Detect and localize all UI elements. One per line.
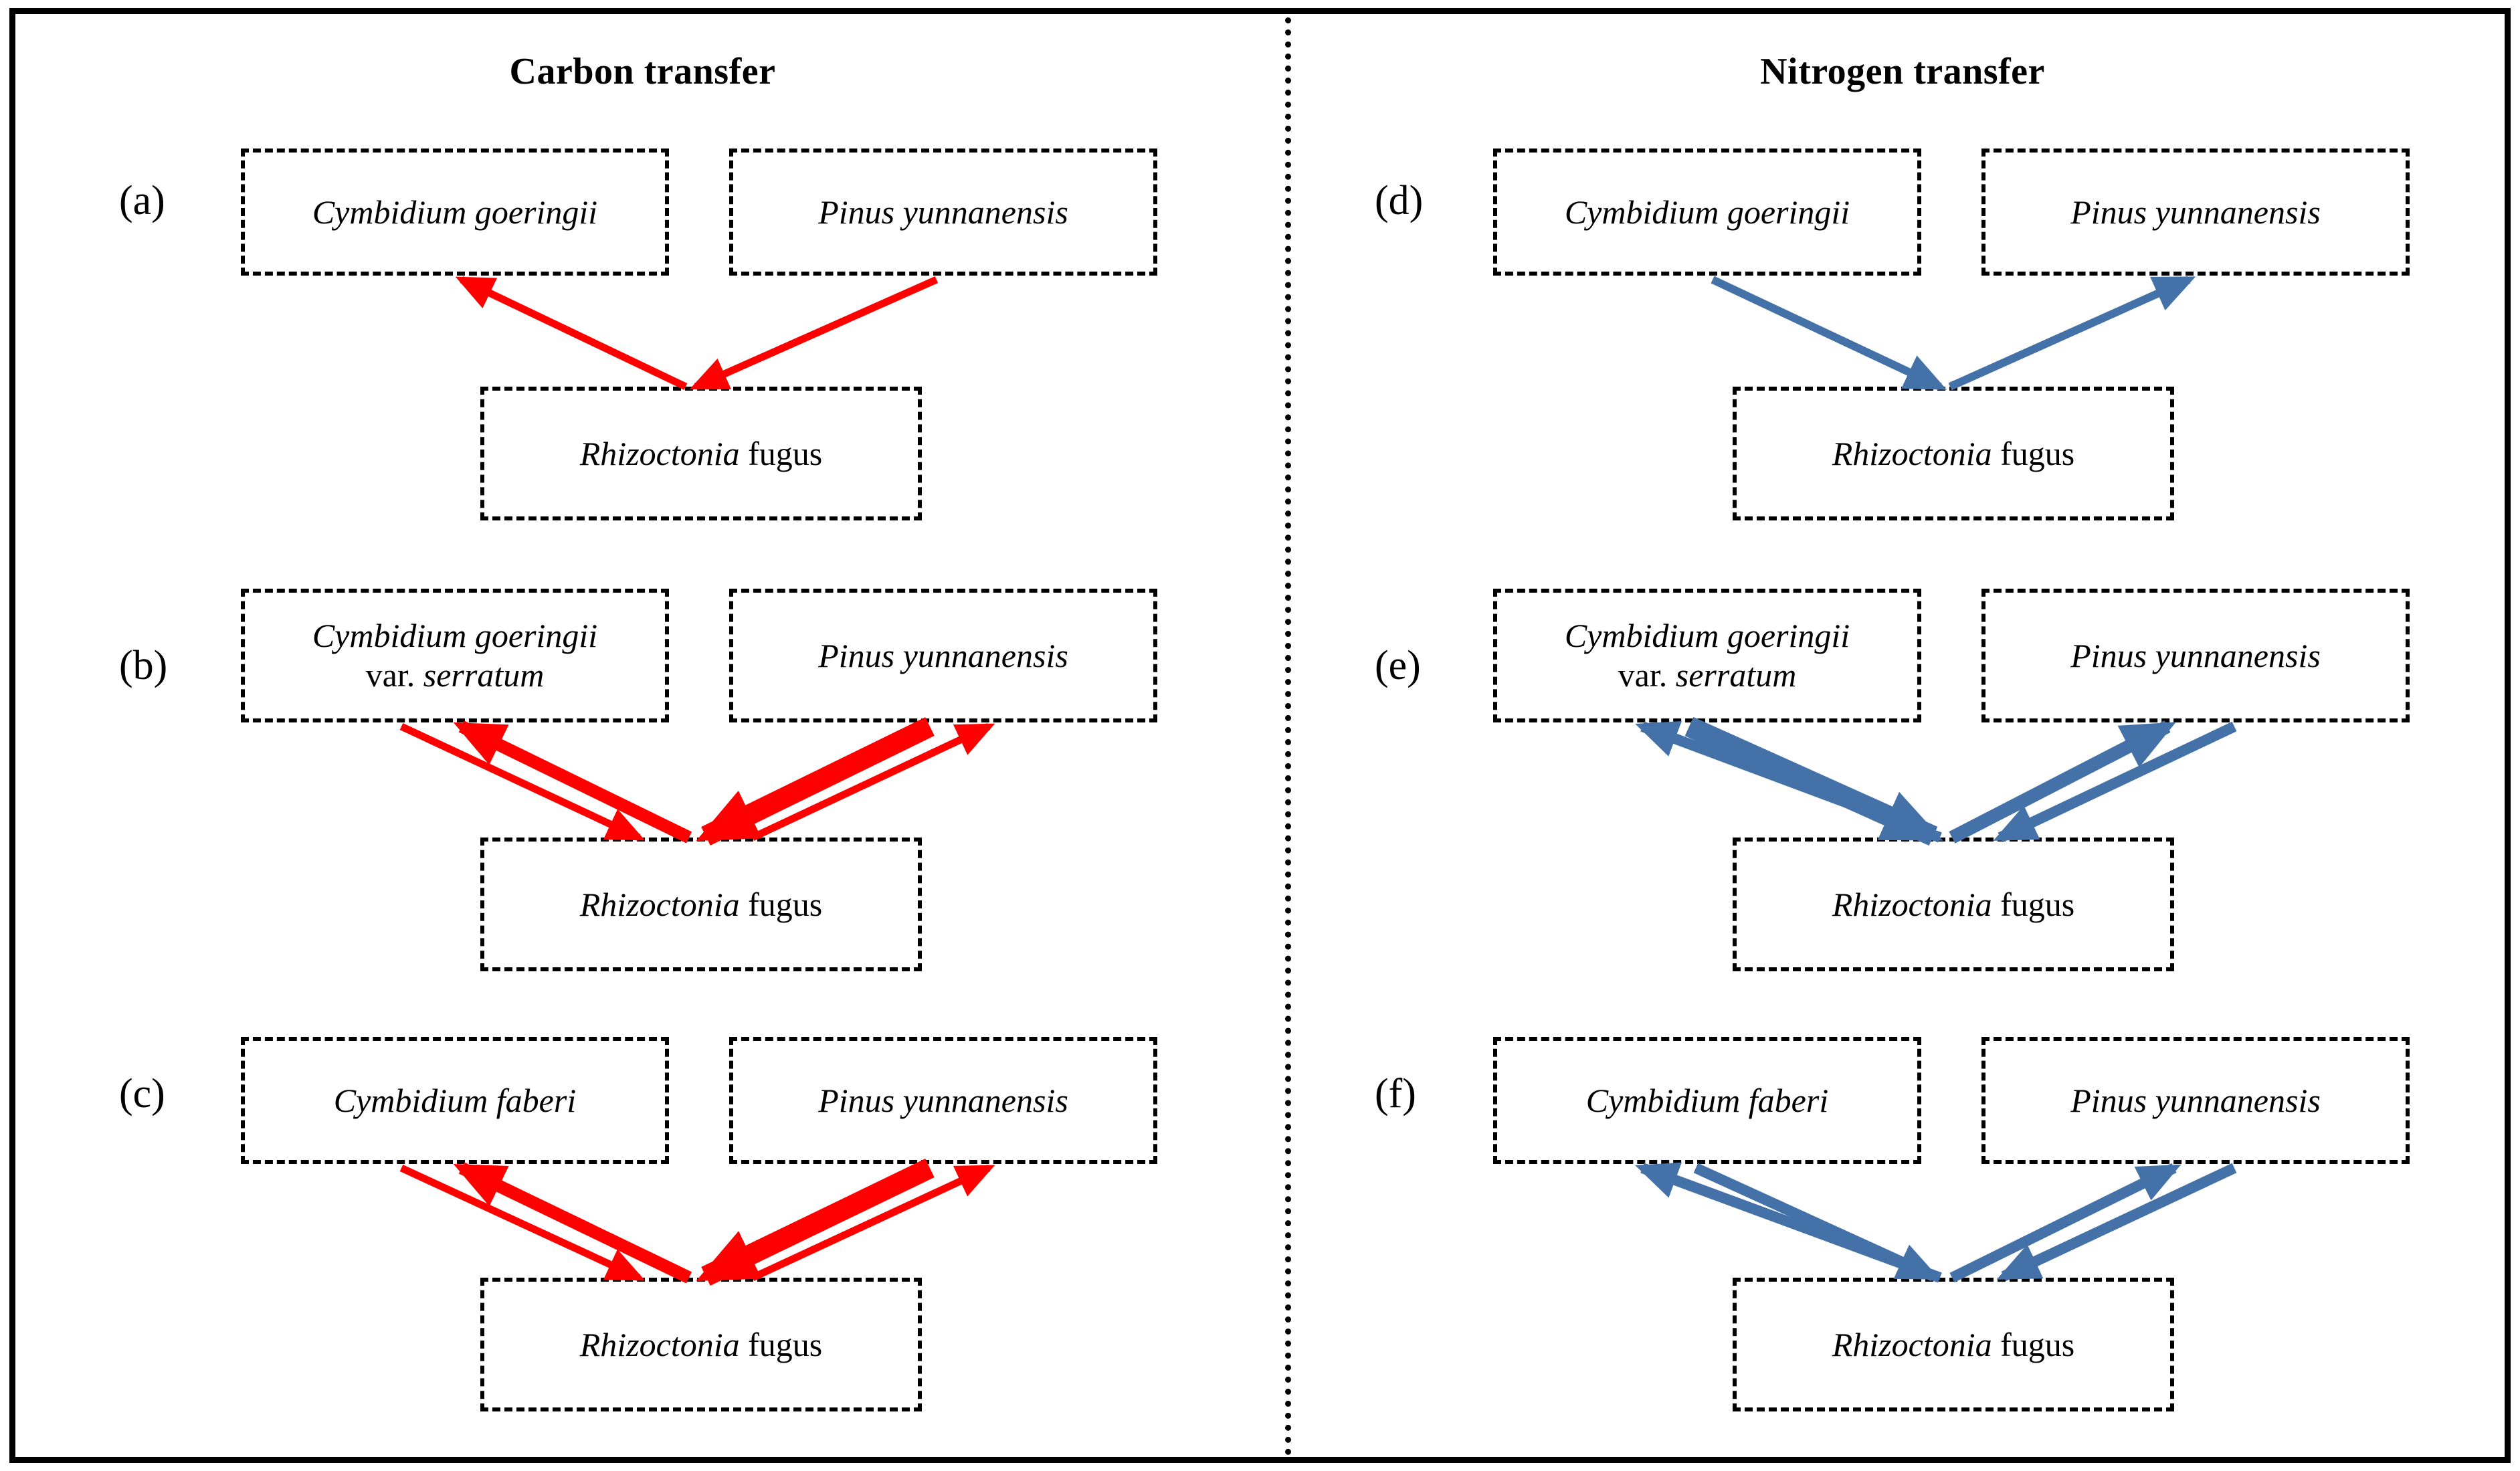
node-box-orchid-a: Cymbidium goeringii [241, 149, 669, 276]
node-box-fungus-a: Rhizoctonia fugus [480, 387, 922, 520]
node-box-pine-f: Pinus yunnanensis [1981, 1037, 2410, 1164]
var-roman: var. [365, 656, 415, 694]
panel-label-f: (f) [1375, 1071, 1416, 1116]
species-name: Cymbidium goeringii [312, 193, 598, 231]
epithet-roman: fugus [2000, 885, 2075, 923]
node-box-orchid-e: Cymbidium goeringii var. serratum [1493, 589, 1921, 722]
epithet-roman: fugus [2000, 434, 2075, 472]
species-name: Rhizoctonia fugus [580, 1325, 822, 1365]
var-roman: var. [1618, 656, 1668, 694]
panel-label-e: (e) [1375, 643, 1421, 688]
species-name: Cymbidium faberi [1585, 1081, 1829, 1119]
epithet-roman: fugus [748, 1325, 823, 1363]
column-divider [1285, 17, 1291, 1456]
node-box-fungus-c: Rhizoctonia fugus [480, 1278, 922, 1411]
node-box-pine-e: Pinus yunnanensis [1981, 589, 2410, 722]
genus-italic: Rhizoctonia [1832, 434, 1992, 472]
species-name: Cymbidium faberi [333, 1081, 577, 1119]
species-name: Pinus yunnanensis [818, 1081, 1068, 1119]
panel-label-c: (c) [119, 1071, 165, 1116]
species-name: Rhizoctonia fugus [580, 434, 822, 474]
species-name: Pinus yunnanensis [2070, 193, 2321, 231]
species-name: Rhizoctonia fugus [1832, 1325, 2074, 1365]
species-name: Pinus yunnanensis [818, 193, 1068, 231]
species-name: Rhizoctonia fugus [1832, 434, 2074, 474]
column-title-nitrogen: Nitrogen transfer [1760, 51, 2045, 92]
column-title-carbon: Carbon transfer [509, 51, 776, 92]
panel-label-b: (b) [119, 643, 168, 688]
epithet-roman: fugus [748, 434, 823, 472]
species-name: Rhizoctonia fugus [580, 885, 822, 924]
genus-italic: Rhizoctonia [579, 1325, 740, 1363]
panel-label-d: (d) [1375, 178, 1424, 223]
node-box-orchid-f: Cymbidium faberi [1493, 1037, 1921, 1164]
species-name-line2: var. serratum [366, 656, 545, 695]
node-box-pine-a: Pinus yunnanensis [729, 149, 1157, 276]
species-name: Pinus yunnanensis [818, 636, 1068, 674]
node-box-fungus-f: Rhizoctonia fugus [1733, 1278, 2174, 1411]
node-box-pine-b: Pinus yunnanensis [729, 589, 1157, 722]
genus-italic: Rhizoctonia [579, 885, 740, 923]
genus-italic: Rhizoctonia [579, 434, 740, 472]
panel-label-a: (a) [119, 178, 165, 223]
node-box-pine-c: Pinus yunnanensis [729, 1037, 1157, 1164]
genus-italic: Rhizoctonia [1832, 885, 1992, 923]
var-italic: serratum [1675, 656, 1797, 694]
var-italic: serratum [423, 656, 545, 694]
node-box-orchid-c: Cymbidium faberi [241, 1037, 669, 1164]
epithet-roman: fugus [748, 885, 823, 923]
epithet-roman: fugus [2000, 1325, 2075, 1363]
species-name: Cymbidium goeringii [1564, 193, 1850, 231]
node-box-pine-d: Pinus yunnanensis [1981, 149, 2410, 276]
figure-frame [9, 8, 2511, 1463]
node-box-orchid-d: Cymbidium goeringii [1493, 149, 1921, 276]
species-name: Rhizoctonia fugus [1832, 885, 2074, 924]
genus-italic: Rhizoctonia [1832, 1325, 1992, 1363]
node-box-fungus-b: Rhizoctonia fugus [480, 838, 922, 971]
species-name-line1: Cymbidium goeringii [312, 617, 598, 654]
species-name: Pinus yunnanensis [2070, 636, 2321, 674]
node-box-fungus-e: Rhizoctonia fugus [1733, 838, 2174, 971]
node-box-orchid-b: Cymbidium goeringii var. serratum [241, 589, 669, 722]
species-name-line1: Cymbidium goeringii [1564, 617, 1850, 654]
species-name-line2: var. serratum [1618, 656, 1797, 695]
species-name: Pinus yunnanensis [2070, 1081, 2321, 1119]
node-box-fungus-d: Rhizoctonia fugus [1733, 387, 2174, 520]
